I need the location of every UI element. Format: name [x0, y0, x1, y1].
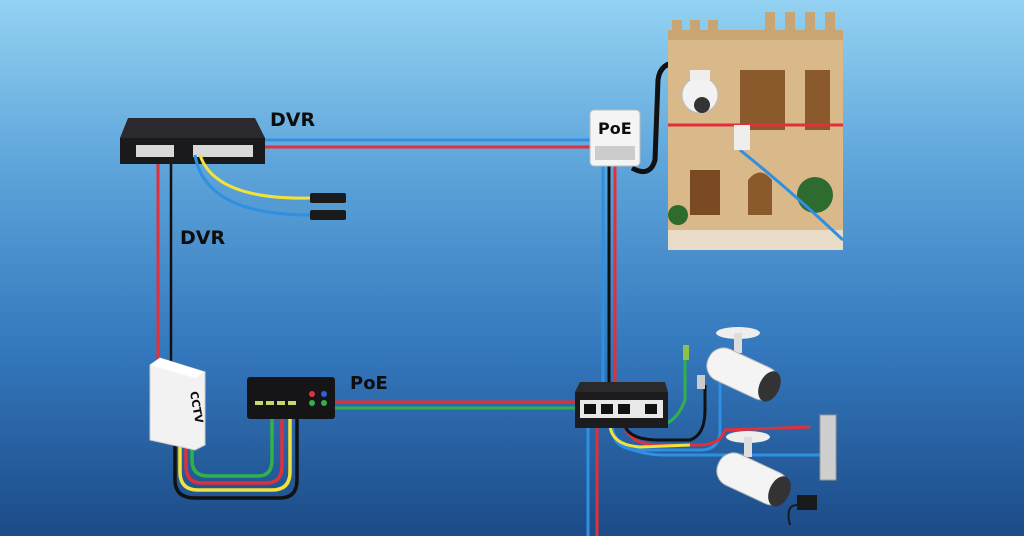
- bullet-camera-icon: [716, 431, 791, 507]
- rj45-connector-icon: [683, 345, 689, 360]
- dvr-device: [120, 118, 265, 164]
- poe-injector-label: PoE: [350, 373, 388, 394]
- dvr-label-top: DVR: [270, 109, 315, 131]
- junction-box-icon: [734, 125, 750, 150]
- injector-to-switch-cables: [333, 400, 578, 410]
- dvr-to-cctv-cables: [156, 158, 173, 365]
- poe-box: PoE: [589, 109, 641, 167]
- dome-camera-icon: [681, 70, 719, 114]
- rj45-connector-icon: [697, 375, 705, 389]
- bnc-connector-icon: [310, 193, 346, 203]
- wall-plate-icon: [819, 414, 837, 481]
- bullet-camera-icon: [706, 327, 781, 402]
- poe-injector: [247, 377, 335, 419]
- poe-switch: [575, 382, 668, 428]
- dvr-to-poe-cables: [262, 138, 592, 149]
- poe-box-label: PoE: [598, 119, 632, 138]
- camera-cables: [608, 360, 820, 457]
- poe-to-switch-cables: [601, 160, 617, 385]
- power-adapter-icon: [787, 495, 817, 526]
- dvr-label-side: DVR: [180, 227, 225, 249]
- bnc-cables: [193, 154, 346, 220]
- loop-cables: [173, 418, 299, 500]
- cctv-box-label: CCTV: [187, 390, 205, 424]
- switch-down-cables: [586, 425, 599, 536]
- house-illustration: [668, 12, 845, 250]
- cctv-box: CCTV: [149, 357, 206, 451]
- bnc-connector-icon: [310, 210, 346, 220]
